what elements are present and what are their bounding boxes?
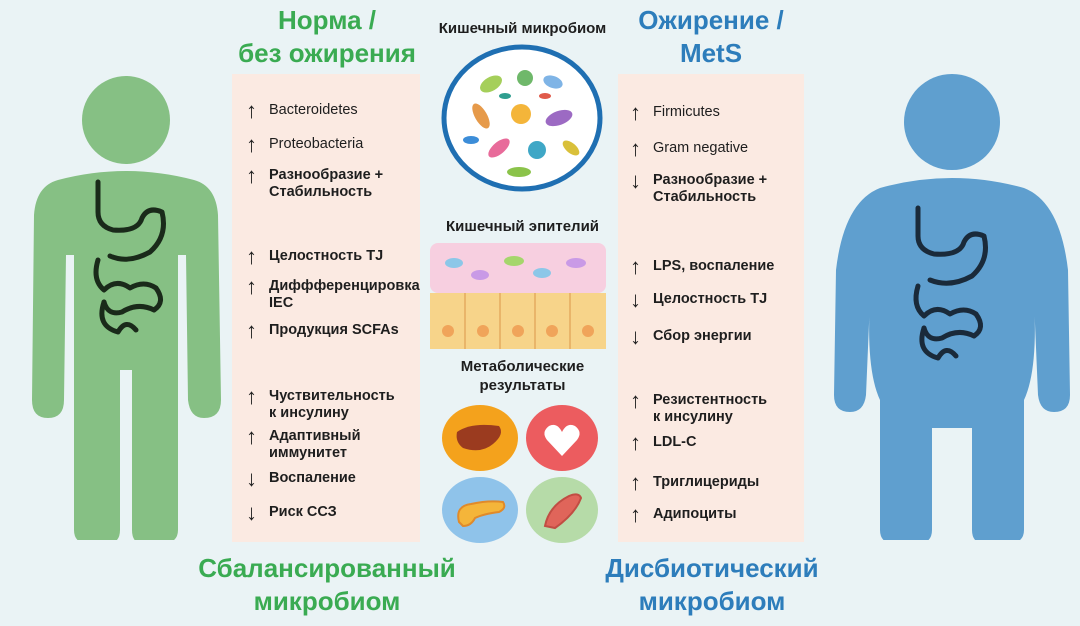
liver-icon xyxy=(441,404,519,472)
list-item: ↑ Триглицериды xyxy=(630,470,760,495)
list-item: ↑ Firmicutes xyxy=(630,100,720,125)
list-item: ↓ Сбор энергии xyxy=(630,324,752,349)
obese-body-figure xyxy=(810,40,1075,540)
heart-icon xyxy=(525,404,599,472)
normal-panel xyxy=(232,74,420,542)
muscle-icon xyxy=(525,476,599,544)
stomach-icon xyxy=(913,205,988,361)
list-item: ↑ Разнообразие +Стабильность xyxy=(246,163,384,200)
list-item: ↑ Proteobacteria xyxy=(246,132,364,157)
list-item: ↑ Bacteroidetes xyxy=(246,98,358,123)
normal-body-figure xyxy=(18,40,233,540)
list-item: ↑ Gram negative xyxy=(630,136,749,161)
list-item: ↓ Разнообразие +Стабильность xyxy=(630,168,768,205)
list-item: ↑ LDL-C xyxy=(630,430,697,455)
normal-footer: Сбалансированный микробиом xyxy=(198,553,456,616)
bacteria-icon xyxy=(441,44,603,192)
list-item: ↓ Воспаление xyxy=(246,466,356,491)
obese-panel xyxy=(618,74,804,542)
list-item: ↑ Целостность TJ xyxy=(246,244,384,269)
epithelium-illustration xyxy=(430,243,606,349)
stomach-icon xyxy=(93,179,166,335)
epithelium-label: Кишечный эпителий xyxy=(445,218,600,235)
normal-title: Норма / без ожирения xyxy=(238,5,416,68)
list-item: ↑ LPS, воспаление xyxy=(630,254,775,279)
list-item: ↓ Целостность TJ xyxy=(630,287,768,312)
list-item: ↓ Риск ССЗ xyxy=(246,500,337,525)
metabolic-label: Метаболические результаты xyxy=(460,358,585,394)
obese-title: Ожирение / MetS xyxy=(638,5,784,68)
list-item: ↑ Продукция SCFAs xyxy=(246,318,399,343)
obese-footer: Дисбиотический микробиом xyxy=(605,553,819,616)
microbiome-label: Кишечный микробиом xyxy=(438,20,607,37)
pancreas-icon xyxy=(441,476,519,544)
list-item: ↑ Адипоциты xyxy=(630,502,737,527)
